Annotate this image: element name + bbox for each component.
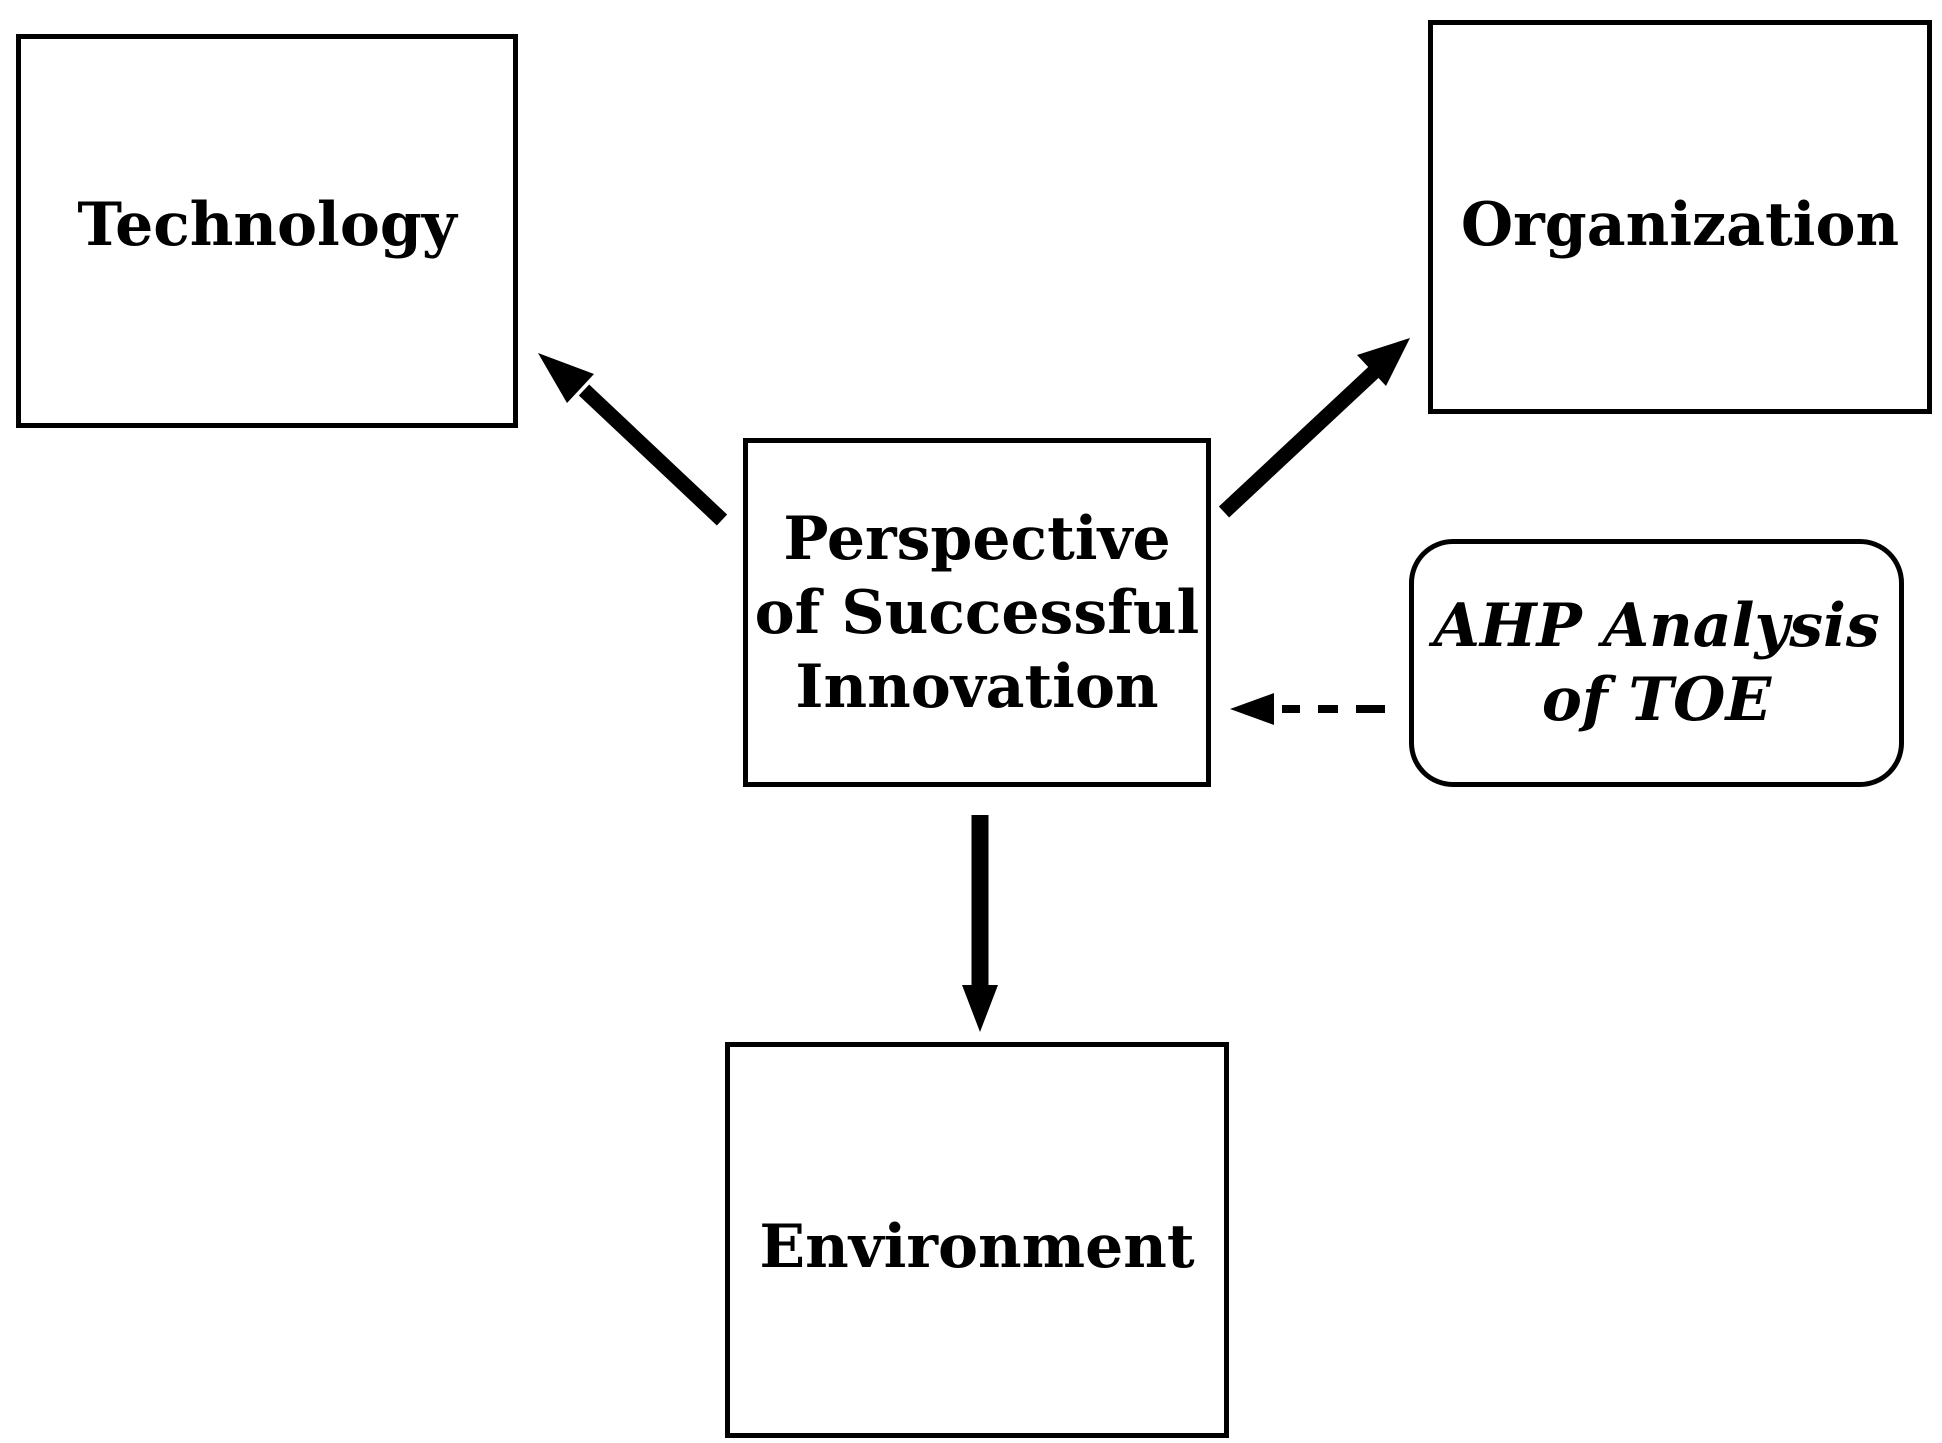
ahp-analysis-label: AHP Analysis of TOE xyxy=(1433,589,1879,737)
perspective-label-line-3: Innovation xyxy=(795,651,1159,722)
ahp-analysis-label-line-2: of TOE xyxy=(1541,665,1772,735)
perspective-box: Perspective of Successful Innovation xyxy=(743,438,1211,787)
arrow-ahp-to-center xyxy=(1230,693,1385,725)
environment-box: Environment xyxy=(725,1042,1229,1438)
perspective-label-line-2: of Successful xyxy=(754,577,1200,648)
arrow-center-to-technology xyxy=(538,353,728,526)
organization-box: Organization xyxy=(1428,20,1932,414)
arrow-center-to-organization xyxy=(1218,338,1410,518)
technology-label: Technology xyxy=(77,190,457,260)
ahp-analysis-label-line-1: AHP Analysis xyxy=(1433,591,1880,661)
perspective-label: Perspective of Successful Innovation xyxy=(755,502,1200,724)
technology-box: Technology xyxy=(16,34,518,428)
arrow-center-to-environment xyxy=(962,815,998,1032)
environment-label: Environment xyxy=(759,1212,1195,1282)
organization-label: Organization xyxy=(1460,190,1900,260)
ahp-analysis-box: AHP Analysis of TOE xyxy=(1409,539,1904,787)
perspective-label-line-1: Perspective xyxy=(783,503,1171,574)
